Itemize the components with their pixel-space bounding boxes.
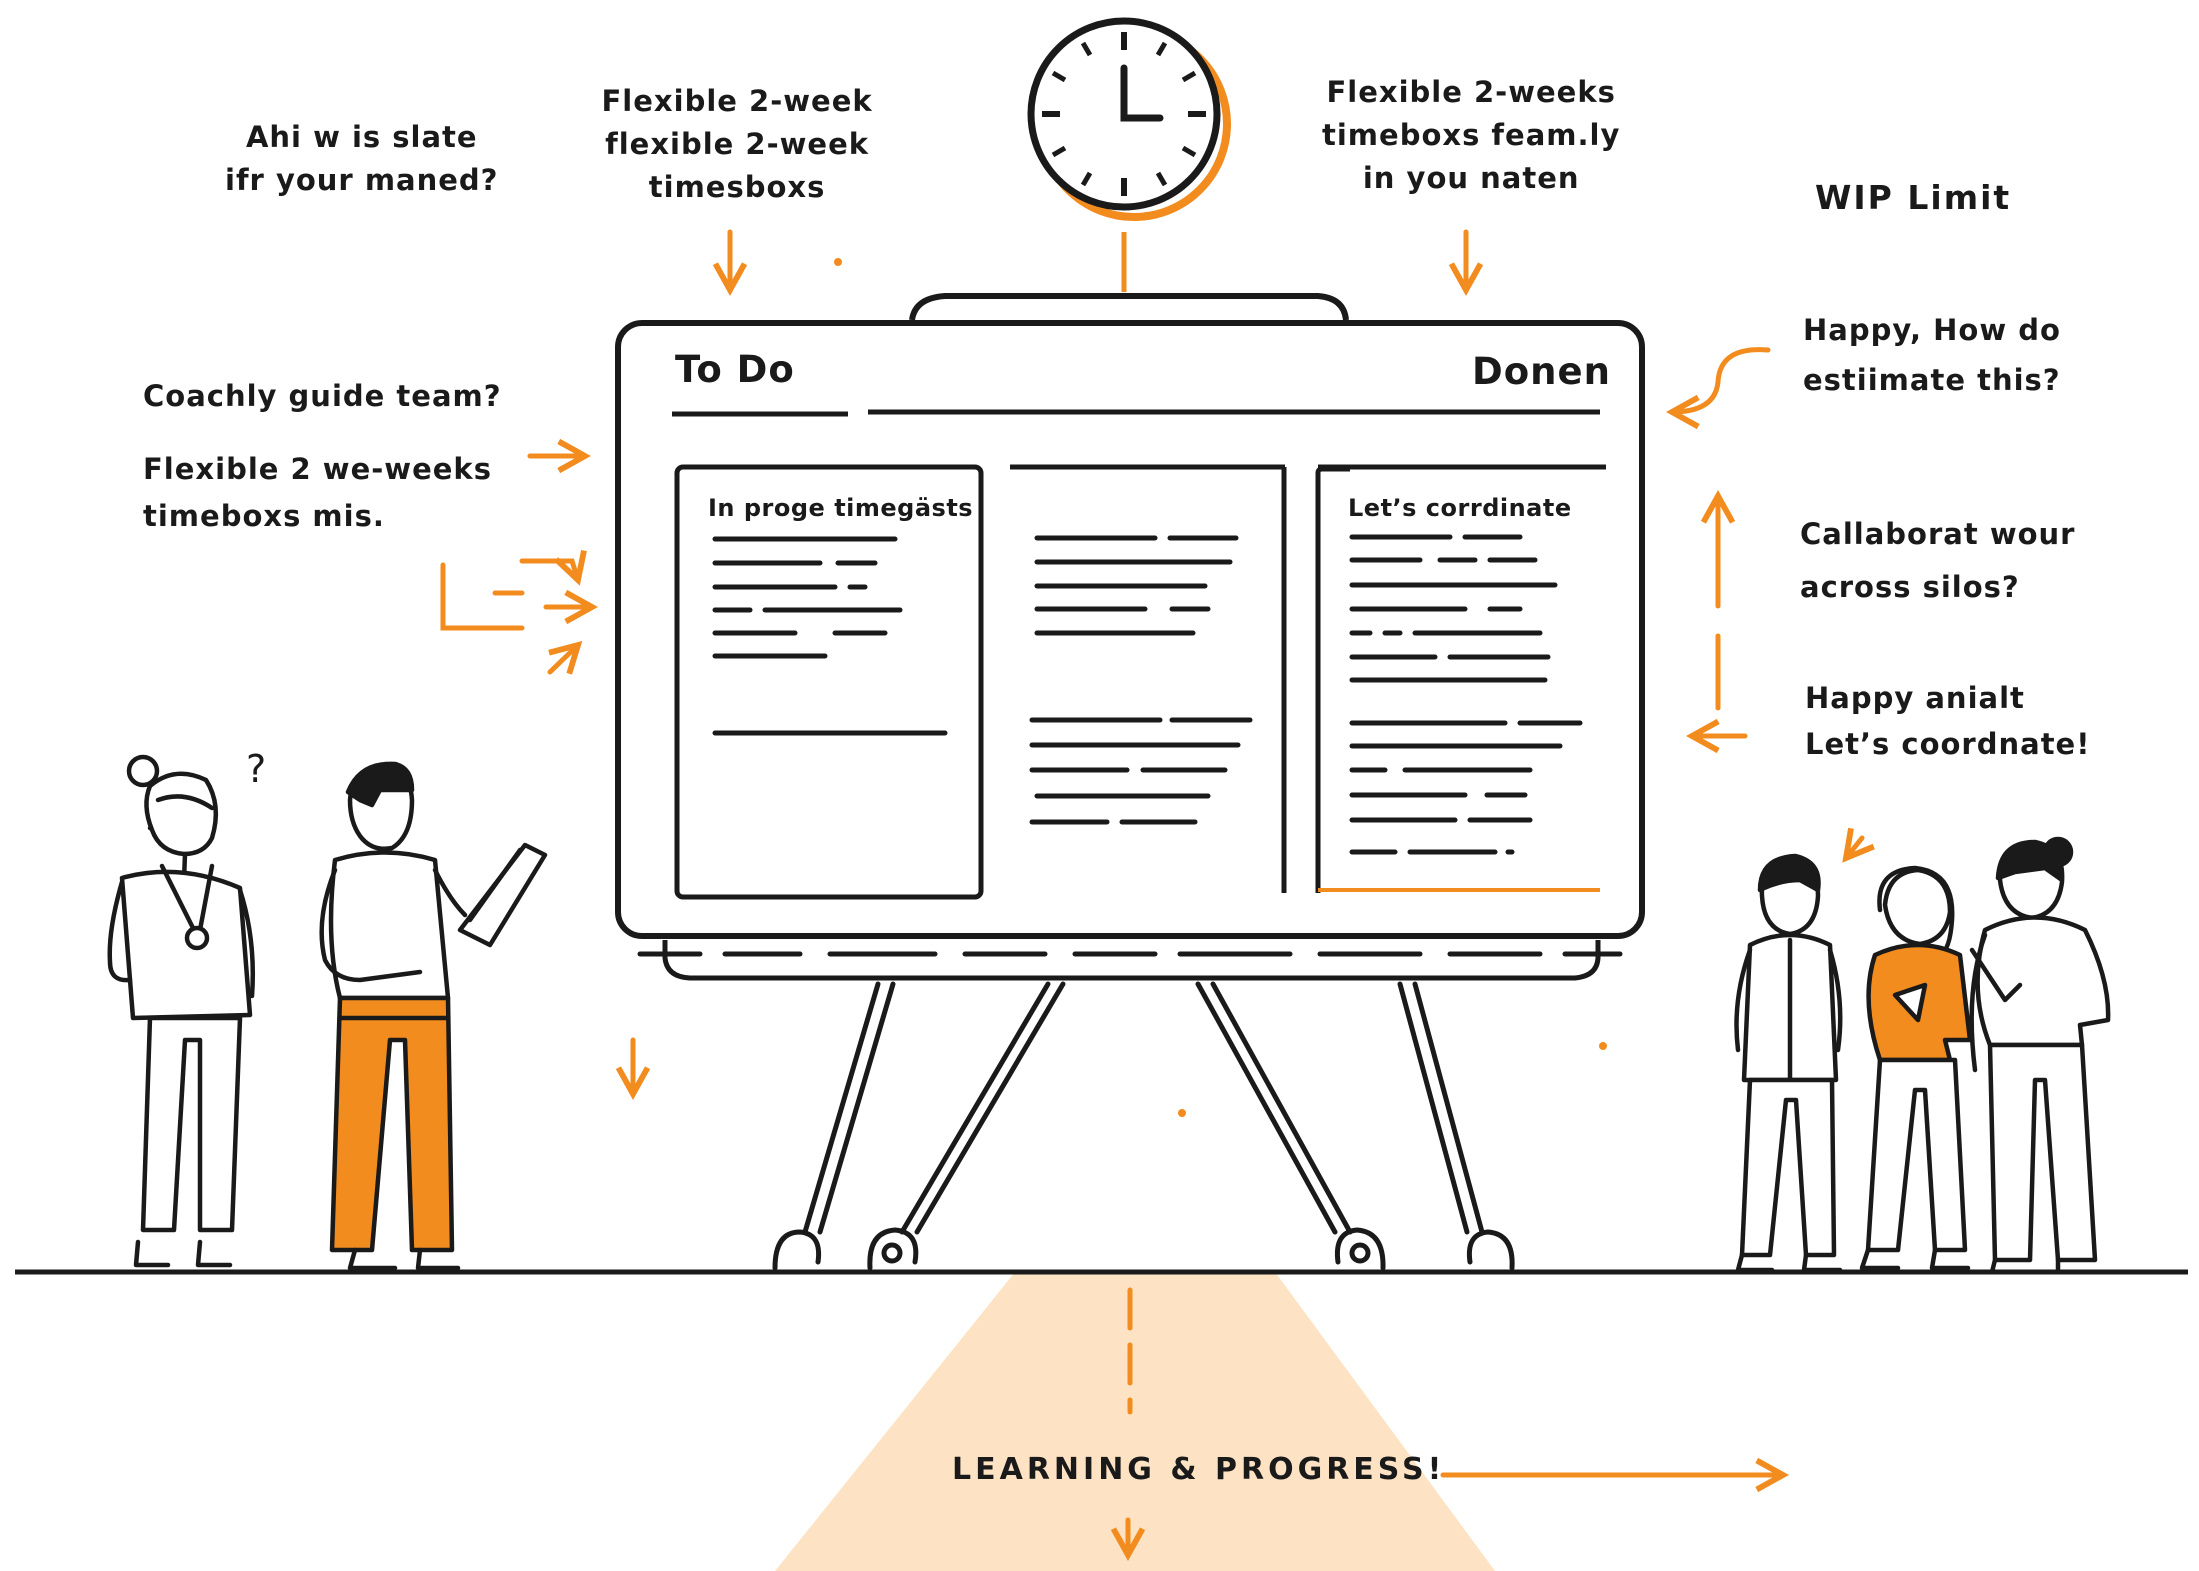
spotlight-beam bbox=[775, 1272, 1495, 1571]
annotation-top-center: Flexible 2-week flexible 2-week timesbox… bbox=[601, 84, 873, 204]
arrow-icon bbox=[440, 229, 1862, 1555]
person-right-3 bbox=[1969, 836, 2111, 1275]
card-3-title: Let’s corrdinate bbox=[1348, 494, 1572, 522]
annotation-right-2: Callaborat wour across silos? bbox=[1800, 517, 2076, 604]
person-with-tablet bbox=[319, 761, 548, 1271]
annotation-right-1: Happy, How do estiimate this? bbox=[1803, 313, 2061, 397]
clock-icon bbox=[1027, 17, 1231, 221]
annotation-top-right: Flexible 2-weeks timeboxs feam.ly in you… bbox=[1322, 75, 1621, 195]
question-mark-icon: ? bbox=[246, 747, 266, 791]
annotation-left-1: Coachly guide team? bbox=[143, 379, 502, 413]
person-thinking bbox=[107, 754, 256, 1268]
board-column-done: Donen bbox=[1472, 350, 1611, 393]
board-column-todo: To Do bbox=[675, 348, 795, 391]
annotation-right-3: Happy anialt Let’s coordnate! bbox=[1805, 681, 2091, 761]
learning-progress-banner: LEARNING & PROGRESS! bbox=[952, 1452, 1446, 1487]
card-1-title: In proge timegästs bbox=[708, 494, 974, 522]
wip-limit-label: WIP Limit bbox=[1815, 178, 2012, 217]
person-right-2 bbox=[1859, 865, 1973, 1271]
annotation-top-left: Ahi w is slate ifr your maned? bbox=[225, 120, 499, 197]
board-card-1 bbox=[674, 464, 984, 900]
person-right-1 bbox=[1734, 853, 1843, 1273]
annotation-left-2: Flexible 2 we-weeks timeboxs mis. bbox=[143, 452, 492, 533]
